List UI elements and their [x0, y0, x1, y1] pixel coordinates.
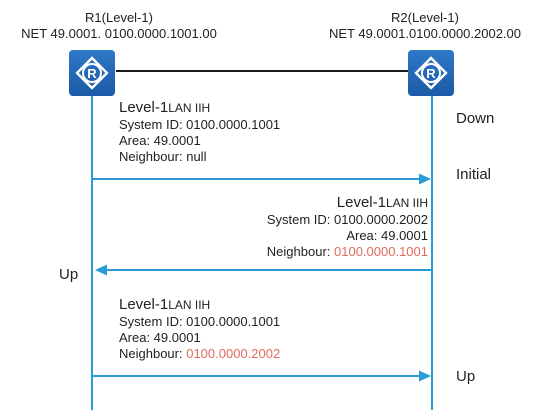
svg-text:R: R [87, 66, 97, 81]
packet-2-neighbour: Neighbour: 0100.0000.1001 [200, 244, 428, 260]
packet-1-system-id: System ID: 0100.0000.1001 [119, 117, 281, 132]
packet-1-pdu: LAN IIH [168, 101, 211, 115]
packet-1-neighbour: Neighbour: null [119, 149, 280, 165]
r2-router-icon: R [408, 50, 454, 96]
packet-2-level: Level-1 [336, 194, 386, 211]
r1-label: R1(Level-1) NET 49.0001. 0100.0000.1001.… [2, 10, 236, 42]
r1-net: NET 49.0001. 0100.0000.1001.00 [21, 26, 217, 41]
r2-label: R2(Level-1) NET 49.0001.0100.0000.2002.0… [312, 10, 538, 42]
packet-3-system-id: System ID: 0100.0000.1001 [119, 314, 281, 329]
packet-1-level: Level-1 [119, 99, 169, 116]
r2-state-up: Up [456, 368, 476, 385]
packet-1: Level-1LAN IIH System ID: 0100.0000.1001… [119, 99, 280, 165]
packet-2: Level-1LAN IIH System ID: 0100.0000.2002… [200, 194, 428, 260]
r2-name: R2(Level-1) [391, 10, 459, 25]
packet-1-neighbour-label: Neighbour: [119, 149, 187, 164]
r2-state-down: Down [456, 110, 495, 127]
packet-2-area: Area: 49.0001 [346, 228, 428, 243]
r1-name: R1(Level-1) [85, 10, 153, 25]
packet-3-pdu: LAN IIH [168, 298, 211, 312]
packet-2-title: Level-1LAN IIH [200, 194, 428, 212]
packet-2-neighbour-label: Neighbour: [266, 244, 335, 259]
r1-state-up: Up [59, 266, 79, 283]
packet-3-arrow [92, 370, 431, 382]
packet-3-neighbour: Neighbour: 0100.0000.2002 [119, 346, 280, 362]
packet-3-neighbour-label: Neighbour: [119, 346, 187, 361]
r1-timeline [91, 96, 93, 410]
router-link [116, 70, 408, 72]
r1-router-icon: R [69, 50, 115, 96]
packet-3-area: Area: 49.0001 [119, 330, 201, 345]
packet-1-arrow [92, 173, 431, 185]
r2-net: NET 49.0001.0100.0000.2002.00 [328, 26, 522, 41]
packet-3-level: Level-1 [119, 296, 169, 313]
packet-1-neighbour-value: null [186, 149, 207, 164]
packet-2-arrow [95, 264, 432, 276]
packet-2-pdu: LAN IIH [385, 196, 428, 210]
svg-text:R: R [426, 66, 436, 81]
packet-3-title: Level-1LAN IIH [119, 296, 280, 314]
packet-3: Level-1LAN IIH System ID: 0100.0000.1001… [119, 296, 280, 362]
packet-1-area: Area: 49.0001 [119, 133, 201, 148]
packet-1-title: Level-1LAN IIH [119, 99, 280, 117]
packet-2-system-id: System ID: 0100.0000.2002 [266, 212, 428, 227]
packet-2-neighbour-value: 0100.0000.1001 [334, 244, 428, 259]
packet-3-neighbour-value: 0100.0000.2002 [186, 346, 281, 361]
r2-timeline [431, 96, 433, 410]
r2-state-initial: Initial [456, 166, 492, 183]
